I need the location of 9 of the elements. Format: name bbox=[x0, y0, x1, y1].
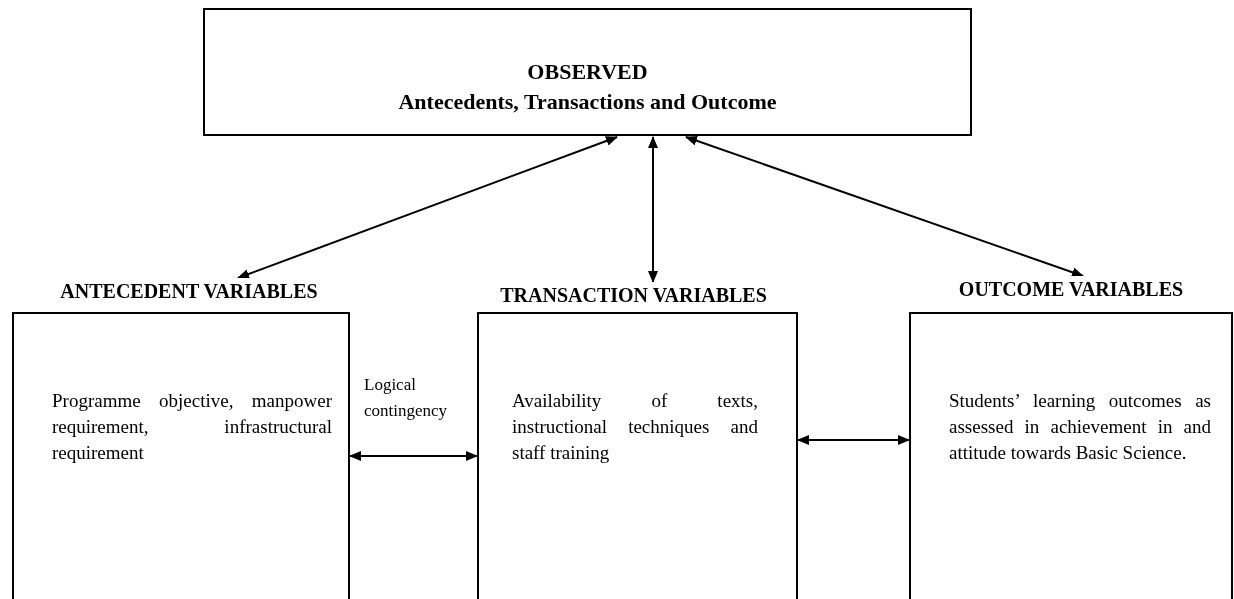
double-headed-arrow bbox=[237, 136, 618, 279]
variable-description: Students’ learning outcomes as assessed in achievement in and attitude towards Basic Science. bbox=[949, 389, 1211, 465]
variable-description: Programme objective, manpower requirement, infrastructural requirement bbox=[52, 389, 332, 465]
variable-description: Availability of texts, instructional techniques and staff training bbox=[512, 389, 758, 465]
double-headed-arrow bbox=[797, 435, 910, 445]
observed-box: OBSERVED Antecedents, Transactions and Outcome bbox=[203, 8, 972, 136]
double-headed-arrow bbox=[349, 451, 478, 461]
double-headed-arrow bbox=[648, 136, 658, 283]
double-headed-arrow bbox=[685, 135, 1084, 278]
